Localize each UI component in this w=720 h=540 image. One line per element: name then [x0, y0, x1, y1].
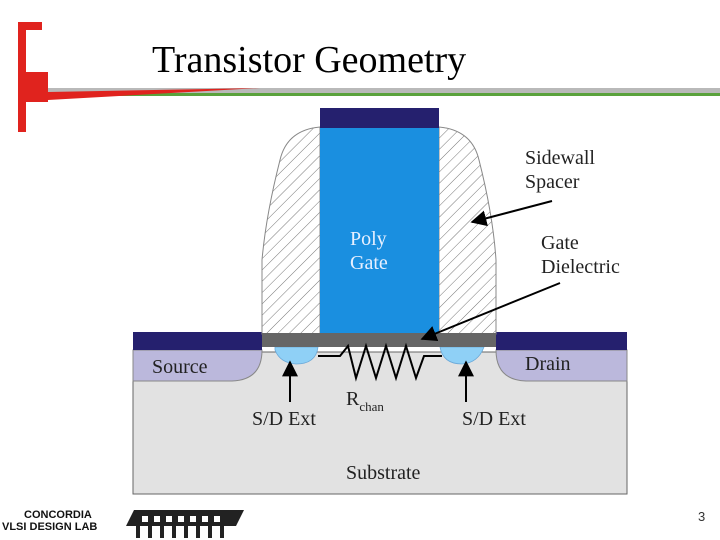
- channel-resistor-icon: [318, 342, 442, 382]
- gate-contact: [320, 108, 439, 128]
- sidewall-spacer-right: [438, 126, 497, 335]
- sidewall-spacer-arrow: [470, 200, 553, 227]
- drain-region: [495, 349, 628, 382]
- substrate-label: Substrate: [346, 462, 421, 484]
- sd-ext-left-label: S/D Ext: [252, 408, 316, 430]
- source-contact: [133, 332, 262, 350]
- gate-dielectric-label: Gate Dielectric: [541, 232, 620, 278]
- sidewall-spacer-left: [261, 126, 321, 335]
- header-decoration: [18, 22, 720, 132]
- r-chan-label: Rchan: [346, 388, 384, 414]
- gate-dielectric-arrow: [420, 282, 561, 341]
- concordia-logo: CONCORDIA VLSI DESIGN LAB: [2, 509, 97, 533]
- drain-contact: [496, 332, 627, 350]
- logo-line-1: CONCORDIA: [24, 509, 92, 521]
- drain-label: Drain: [525, 353, 571, 375]
- gate-dielectric: [262, 333, 496, 347]
- poly-gate-label: Poly Gate: [350, 228, 388, 274]
- chip-icon: [126, 510, 244, 538]
- page-title: Transistor Geometry: [152, 39, 467, 81]
- sidewall-spacer-label: Sidewall Spacer: [525, 147, 595, 193]
- source-region: [132, 349, 263, 382]
- sd-ext-right-label: S/D Ext: [462, 408, 526, 430]
- page-number: 3: [698, 509, 706, 524]
- poly-gate: [320, 127, 439, 333]
- logo-line-2: VLSI DESIGN LAB: [2, 521, 98, 533]
- source-label: Source: [152, 356, 208, 378]
